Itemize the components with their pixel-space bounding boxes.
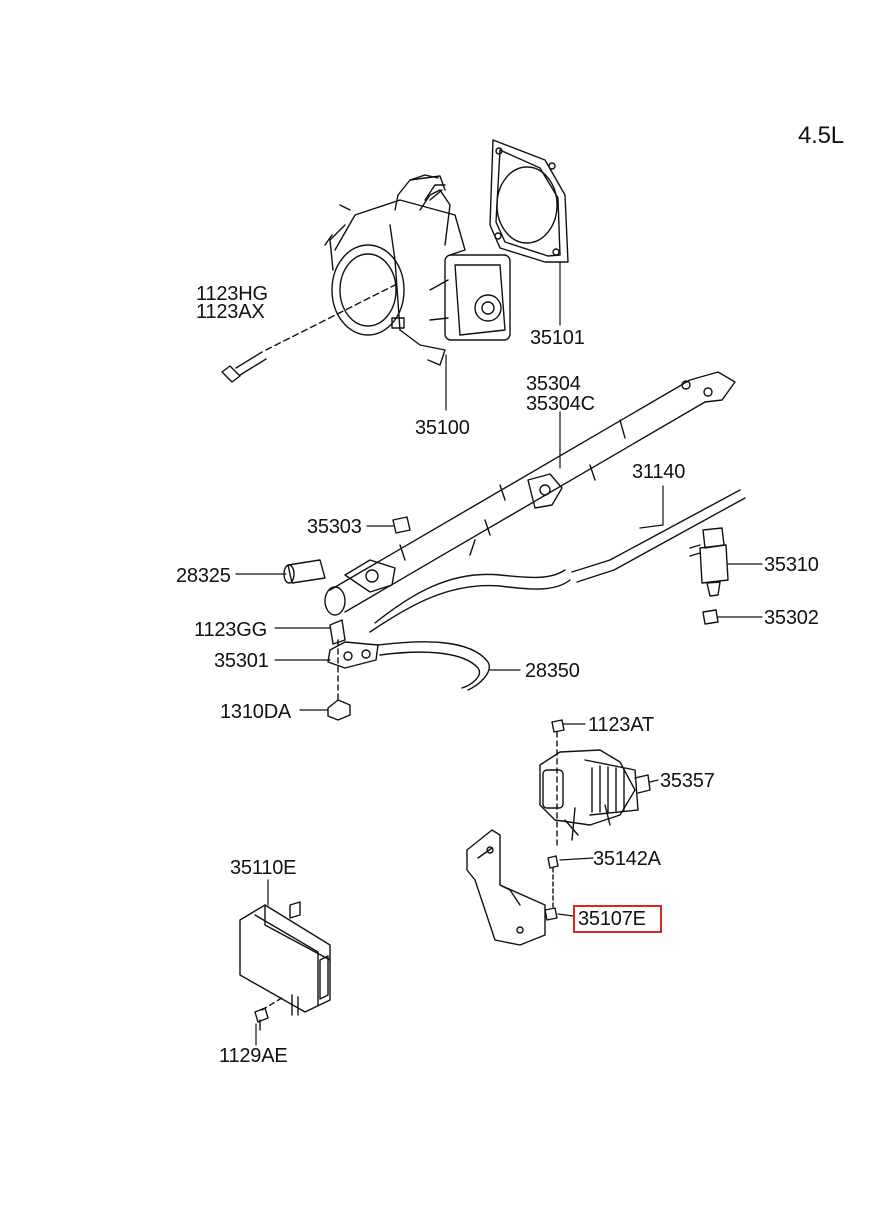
- rail-bracket-drawing: [327, 619, 379, 721]
- part-label-35101[interactable]: 35101: [530, 327, 585, 349]
- part-label-35304C[interactable]: 35304C: [526, 393, 595, 415]
- valve-bracket-drawing: [466, 829, 559, 946]
- part-label-1129AE[interactable]: 1129AE: [219, 1045, 288, 1067]
- throttle-gasket-drawing: [489, 139, 569, 263]
- part-label-35107E[interactable]: 35107E: [578, 908, 646, 930]
- engine-label: 4.5L: [798, 122, 844, 149]
- oring-drawing: [702, 609, 719, 625]
- module-bolt-drawing: [254, 995, 286, 1031]
- part-label-1123AX[interactable]: 1123AX: [196, 301, 265, 323]
- part-label-28325[interactable]: 28325: [176, 565, 231, 587]
- part-label-1123AT[interactable]: 1123AT: [588, 714, 654, 736]
- part-label-35303[interactable]: 35303: [307, 516, 362, 538]
- control-module-drawing: [239, 901, 331, 1016]
- part-label-35110E[interactable]: 35110E: [230, 857, 297, 879]
- part-label-35302[interactable]: 35302: [764, 607, 819, 629]
- cap-35303-drawing: [392, 516, 411, 534]
- leader-lines: [235, 261, 763, 1046]
- part-label-31140[interactable]: 31140: [632, 461, 686, 483]
- sleeve-28325-drawing: [283, 559, 326, 584]
- part-label-28350[interactable]: 28350: [525, 660, 580, 682]
- part-label-35357[interactable]: 35357: [660, 770, 715, 792]
- idle-valve-drawing: [539, 719, 651, 846]
- part-label-35142A[interactable]: 35142A: [593, 848, 661, 870]
- vacuum-hose-drawing: [377, 641, 490, 691]
- fuel-hose-drawing: [369, 489, 746, 633]
- injector-drawing: [689, 527, 729, 597]
- part-label-35301[interactable]: 35301: [214, 650, 269, 672]
- throttle-body-drawing: [324, 174, 511, 366]
- fuel-rail-drawing: [324, 371, 736, 616]
- part-label-1123HG[interactable]: 1123HG: [196, 283, 268, 305]
- highlighted-part-box: [573, 905, 662, 933]
- part-label-35100[interactable]: 35100: [415, 417, 470, 439]
- part-label-1310DA[interactable]: 1310DA: [220, 701, 292, 723]
- part-label-35304[interactable]: 35304: [526, 373, 581, 395]
- throttle-bolt-drawing: [221, 284, 396, 383]
- part-label-1123GG[interactable]: 1123GG: [194, 619, 267, 641]
- part-label-35310[interactable]: 35310: [764, 554, 819, 576]
